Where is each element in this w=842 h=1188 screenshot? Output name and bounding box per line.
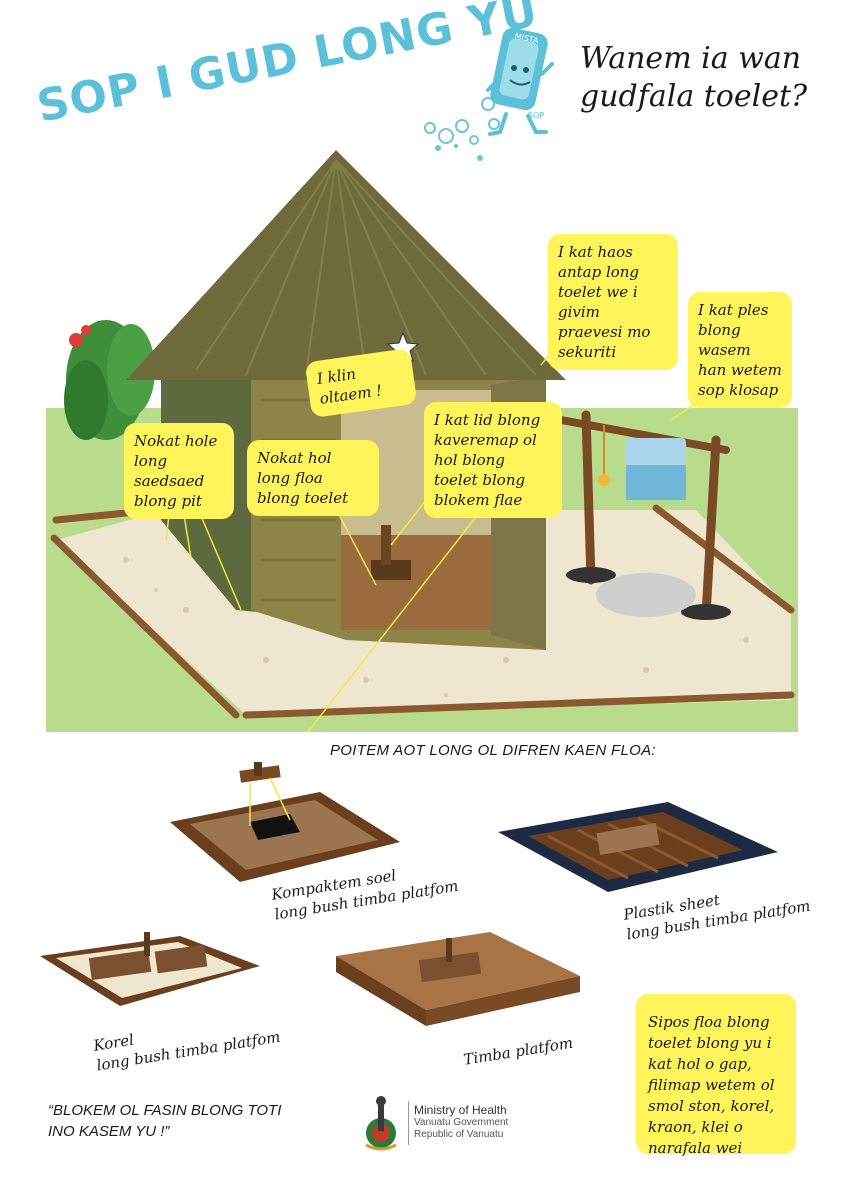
- footer-quote-line2: INO KASEM YU !”: [48, 1123, 170, 1140]
- thatch-roof: [126, 150, 566, 380]
- footer-quote-line1: “BLOKEM OL FASIN BLONG TOTI: [48, 1102, 282, 1119]
- ministry-logo-block: Ministry of Health Vanuatu Government Re…: [358, 1093, 538, 1153]
- floor-timber-platform-illustration: [336, 932, 580, 1026]
- floor-caption-timber: Timba platfom: [462, 1033, 574, 1070]
- ministry-divider: [408, 1101, 409, 1145]
- ministry-text: Ministry of Health Vanuatu Government Re…: [414, 1103, 508, 1141]
- callout-handwash: I kat ples blong wasem han wetem sop klo…: [688, 292, 792, 408]
- vanuatu-coat-of-arms-icon: [365, 1096, 397, 1151]
- handwash-station: [557, 410, 731, 620]
- poster-question: Wanem ia wan gudfala toelet?: [580, 41, 808, 114]
- floor-types-heading: POITEM AOT LONG OL DIFREN KAEN FLOA:: [330, 742, 656, 759]
- floor-caption-line1: Timba platfom: [462, 1033, 575, 1069]
- bush-plant: [64, 320, 155, 440]
- callout-house-privacy: I kat haos antap long toelet we i givim …: [548, 234, 678, 370]
- footer-quote: “BLOKEM OL FASIN BLONG TOTI INO KASEM YU…: [48, 1100, 281, 1142]
- floor-gap-tip: Sipos floa blong toelet blong yu i kat h…: [636, 994, 796, 1157]
- soap-mascot-icon: MISTA SOP: [424, 27, 554, 161]
- callout-no-floor-holes: Nokat hol long floa blong toelet: [247, 440, 379, 516]
- floor-plastic-sheet-illustration: [498, 802, 778, 892]
- callout-lid: I kat lid blong kaveremap ol hol blong t…: [424, 402, 562, 518]
- ministry-government: Vanuatu Government: [414, 1117, 509, 1128]
- callout-no-side-holes: Nokat hole long saedsaed blong pit: [124, 423, 234, 519]
- ministry-name: Ministry of Health: [414, 1103, 507, 1117]
- ministry-republic: Republic of Vanuatu: [414, 1129, 504, 1140]
- mascot-side-label: SOP: [528, 111, 544, 120]
- floor-coral-illustration: [40, 932, 260, 1006]
- floor-compacted-soil-illustration: [170, 762, 400, 882]
